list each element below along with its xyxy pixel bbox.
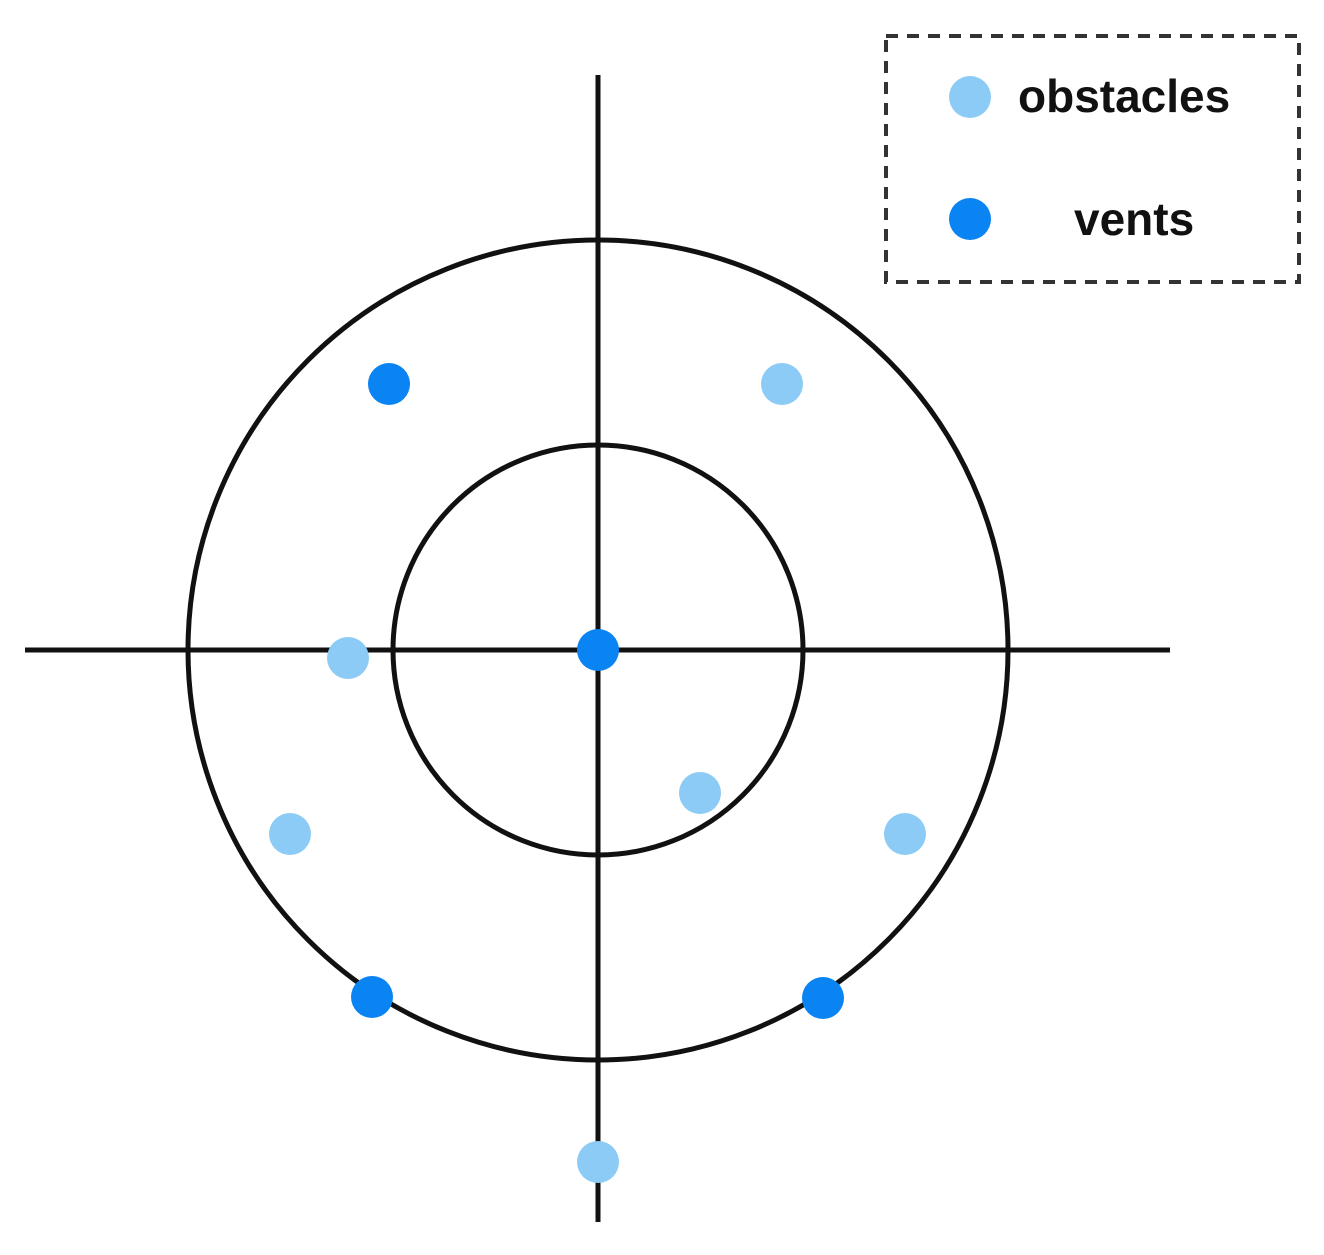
legend-obstacle-swatch — [949, 76, 991, 118]
vent-point — [802, 977, 844, 1019]
inner-circle — [390, 442, 806, 858]
vent-point — [351, 976, 393, 1018]
outer-circle — [185, 237, 1011, 1063]
legend-obstacles-label: obstacles — [1018, 70, 1230, 122]
vent-point — [368, 363, 410, 405]
legend-vents-label: vents — [1074, 193, 1194, 245]
obstacle-point — [761, 363, 803, 405]
obstacle-point — [679, 772, 721, 814]
legend-box — [884, 34, 1301, 284]
legend: obstacles vents — [884, 34, 1301, 284]
legend-vent-swatch — [949, 198, 991, 240]
vent-point — [577, 629, 619, 671]
obstacle-point — [269, 813, 311, 855]
obstacle-point — [884, 813, 926, 855]
obstacle-point — [577, 1141, 619, 1183]
obstacle-point — [327, 637, 369, 679]
